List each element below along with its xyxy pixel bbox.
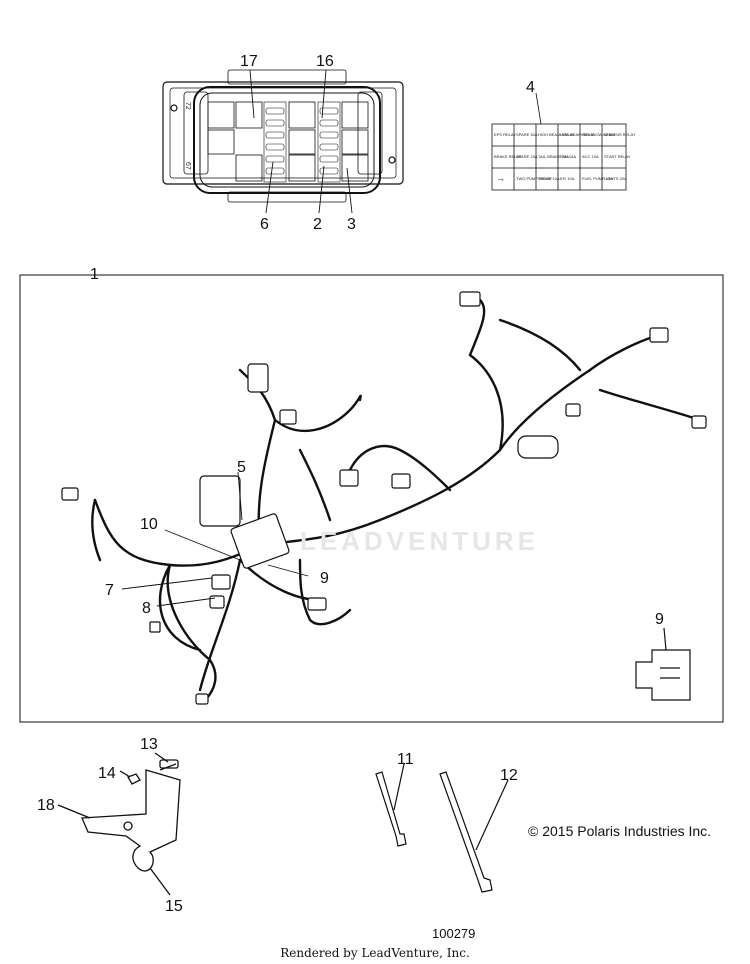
harness-leaders xyxy=(121,471,309,607)
chart-cell: FUEL PUMP 15A xyxy=(582,176,613,181)
callout-17: 17 xyxy=(240,53,258,70)
chart-cell: EPS RELAY xyxy=(494,132,516,137)
fuse-box-pin-label-top: 72 xyxy=(184,102,191,110)
connector-part-9-drawing xyxy=(635,627,691,701)
chart-cell: FAN 15A xyxy=(560,154,576,159)
callout-16: 16 xyxy=(316,53,334,70)
fuse-box-drawing xyxy=(162,69,404,203)
figure-number: 100279 xyxy=(432,926,476,941)
chart-cell: ACC 10A xyxy=(582,154,599,159)
cable-ties-drawing xyxy=(375,763,509,893)
callout-5: 5 xyxy=(237,459,246,476)
harness-connectors xyxy=(61,291,707,705)
chart-cell: HIGH/LOW BEAM xyxy=(582,132,615,137)
chart-cell: SPARE 30A xyxy=(516,132,538,137)
chart-cell: → xyxy=(496,173,505,183)
copyright-notice: © 2015 Polaris Industries Inc. xyxy=(528,823,712,839)
chart-cell: TWO PUMP RELAY xyxy=(516,176,552,181)
callout-1: 1 xyxy=(90,266,99,283)
chart-cell: LIGHTS 20A xyxy=(604,176,627,181)
chart-cell: EFI 10A xyxy=(560,176,575,181)
callout-9-harness: 9 xyxy=(320,570,329,587)
chart-cell: START RELAY xyxy=(604,154,631,159)
bracket-drawing xyxy=(57,752,181,896)
chart-cell: SPARE 10A xyxy=(538,176,560,181)
fuse-label-chart xyxy=(491,92,627,191)
callout-18: 18 xyxy=(37,797,55,814)
callout-7: 7 xyxy=(105,582,114,599)
rendered-by: Rendered by LeadVenture, Inc. xyxy=(280,946,470,960)
callout-10: 10 xyxy=(140,516,158,533)
callout-6: 6 xyxy=(260,216,269,233)
fuse-box-pin-label-bottom: 67 xyxy=(184,162,191,170)
callout-13: 13 xyxy=(140,736,158,753)
callout-2: 2 xyxy=(313,216,322,233)
fuse-label-text: EPS RELAY SPARE 30A HIGH BEAM RELAY LOW … xyxy=(494,132,636,183)
chart-cell: TAIL BRAKE 10A xyxy=(538,154,569,159)
callout-15: 15 xyxy=(165,898,183,915)
callout-3: 3 xyxy=(347,216,356,233)
callout-8: 8 xyxy=(142,600,151,617)
chart-cell: LOW BEAM RELAY xyxy=(560,132,596,137)
chart-cell: BRAKE RELAY xyxy=(494,154,522,159)
callout-9-detail: 9 xyxy=(655,611,664,628)
watermark: LEADVENTURE xyxy=(300,526,540,556)
callout-12: 12 xyxy=(500,767,518,784)
chart-cell: HIGH BEAM RELAY xyxy=(538,132,575,137)
callout-11: 11 xyxy=(397,751,414,768)
callout-4: 4 xyxy=(526,79,535,96)
fuse-box-leaders xyxy=(249,69,353,214)
chart-cell: SPARE 15A xyxy=(516,154,538,159)
harness-frame xyxy=(19,274,724,723)
chart-cell: CHASSIS RELAY xyxy=(604,132,636,137)
callout-14: 14 xyxy=(98,765,116,782)
wiring-harness-drawing xyxy=(91,298,702,702)
